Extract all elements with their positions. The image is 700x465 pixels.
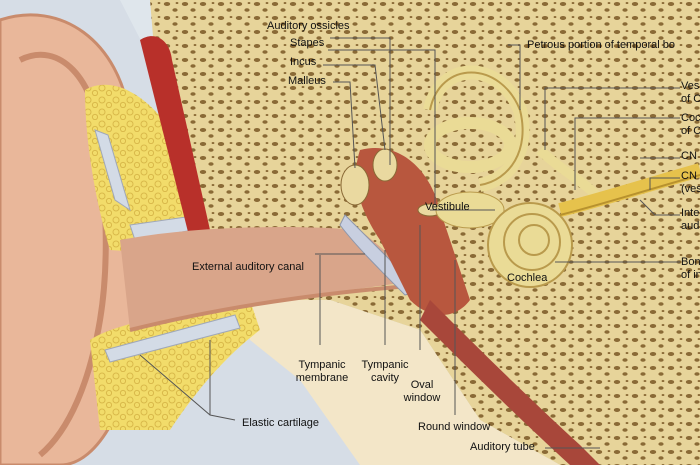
cartilage-plate-1 (94, 129, 131, 212)
label-bony-labyrinth-1: Bon (681, 256, 700, 268)
label-cochlear-nerve-1: Coc (681, 112, 700, 124)
cochlea-turn-1 (503, 213, 561, 271)
label-vestibule: Vestibule (425, 201, 470, 213)
leader-internal-meatus (639, 199, 680, 216)
label-petrous-portion: Petrous portion of temporal bo (527, 39, 675, 51)
cochlea (487, 202, 573, 288)
label-auditory-tube: Auditory tube (470, 441, 535, 453)
muscle-strip (140, 36, 210, 240)
label-round-window: Round window (418, 421, 491, 433)
label-auditory-ossicles: Auditory ossicles (267, 20, 350, 32)
leader-auditory-ossicles (330, 37, 391, 165)
label-vestibular-nerve-2: of C (681, 93, 700, 105)
cartilage-upper (85, 84, 198, 255)
label-elastic-cartilage: Elastic cartilage (242, 417, 320, 429)
leader-incus (323, 64, 386, 151)
tympanic-cavity (356, 148, 470, 315)
label-tympanic-membrane-1: Tympanic (298, 359, 346, 371)
leader-lines (139, 37, 680, 449)
leader-cochlear-nerve (574, 117, 680, 190)
external-auditory-canal (120, 227, 420, 330)
auditory-tube (420, 300, 600, 465)
leader-stapes (328, 49, 436, 205)
label-cochlear-nerve-2: of C (681, 125, 700, 137)
label-oval-window-2: window (403, 392, 441, 404)
label-incus: Incus (290, 56, 317, 68)
label-oval-window-1: Oval (410, 379, 434, 391)
label-bony-labyrinth-2: of in (681, 269, 700, 281)
label-internal-meatus-1: Inte (681, 207, 700, 219)
leader-malleus (333, 81, 356, 169)
malleus (340, 164, 370, 206)
soft-tissue-lower (250, 300, 560, 465)
label-cochlea: Cochlea (507, 272, 548, 284)
cartilage-plate-3 (104, 314, 241, 363)
label-tympanic-membrane-2: membrane (295, 372, 349, 384)
label-cn-b-1: CN (681, 170, 697, 182)
label-stapes: Stapes (290, 37, 325, 49)
semicircular-canal-2 (424, 117, 516, 173)
label-vestibular-nerve-1: Ves (681, 80, 700, 92)
label-internal-meatus-2: aud (681, 220, 700, 232)
label-malleus: Malleus (288, 75, 326, 87)
cochlea-turn-2 (518, 224, 550, 256)
label-tympanic-cavity-1: Tympanic (361, 359, 409, 371)
leader-cn-b (649, 177, 680, 190)
label-tympanic-cavity-2: cavity (370, 372, 400, 384)
label-cn-b-2: (ves (681, 183, 700, 195)
incus (372, 148, 398, 182)
leader-petrous (508, 44, 521, 110)
cranial-nerve (558, 163, 700, 217)
label-cn-a: CN (681, 150, 697, 162)
label-external-auditory-canal: External auditory canal (192, 261, 304, 273)
canal-floor (129, 283, 421, 332)
cranial-nerve-edge (559, 174, 700, 216)
leader-vestibular-nerve (544, 87, 680, 150)
